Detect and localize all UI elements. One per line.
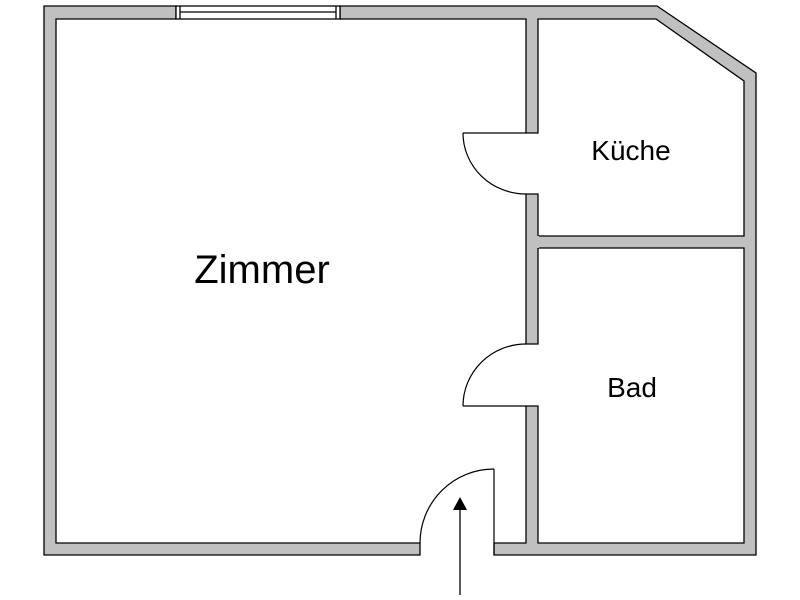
wall-junction [527, 235, 537, 249]
entrance-door[interactable] [419, 468, 495, 555]
wall-interior-middle [525, 193, 539, 345]
room-label-kueche: Küche [591, 135, 670, 166]
room-label-zimmer: Zimmer [194, 248, 330, 292]
room-label-bad: Bad [607, 372, 657, 403]
wall-outer-right [339, 5, 757, 556]
window [175, 5, 341, 20]
kitchen-door[interactable] [462, 132, 527, 195]
entrance-arrow-icon [453, 497, 467, 595]
bath-door[interactable] [462, 343, 527, 407]
